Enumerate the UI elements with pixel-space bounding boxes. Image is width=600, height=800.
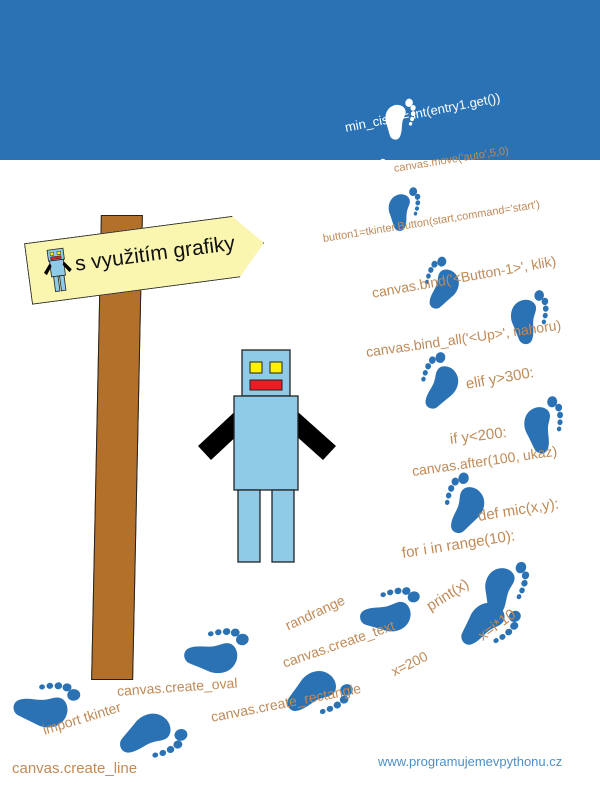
footprint bbox=[438, 466, 497, 540]
code-snippet-label: elif y>300: bbox=[464, 364, 536, 393]
footprint bbox=[468, 545, 538, 624]
footprint bbox=[353, 579, 434, 646]
code-snippet-label: print(x) bbox=[423, 575, 473, 615]
website-url[interactable]: www.programujemevpythonu.cz bbox=[378, 754, 563, 769]
footprint bbox=[500, 281, 554, 349]
footprint bbox=[276, 654, 362, 726]
footprint bbox=[378, 178, 425, 236]
code-snippet-label: canvas.bind('<Button-1>', klik) bbox=[370, 252, 558, 301]
header-band bbox=[0, 0, 600, 160]
footprint bbox=[366, 155, 405, 204]
signpost-board: s využitím grafiky bbox=[24, 212, 268, 305]
code-snippet-label: button1=tkinter.Button(start,command='st… bbox=[322, 198, 541, 245]
code-snippet-label: x=200 bbox=[388, 647, 431, 680]
code-snippet-label: canvas.create_line bbox=[12, 760, 138, 777]
footprint bbox=[413, 345, 472, 417]
footprint bbox=[9, 677, 89, 738]
code-snippet-label: def mic(x,y): bbox=[476, 495, 561, 525]
code-snippet-label: import tkinter bbox=[40, 698, 123, 738]
code-snippet-label: x=i*10 bbox=[475, 605, 520, 645]
code-snippet-label: randrange bbox=[282, 591, 348, 634]
code-snippet-label: canvas.bind_all('<Up>', nahoru) bbox=[364, 316, 563, 360]
footprint bbox=[447, 583, 531, 659]
footprint bbox=[178, 622, 260, 687]
code-snippet-label: canvas.after(100, ukaz) bbox=[410, 442, 558, 479]
footprint bbox=[110, 698, 195, 768]
code-snippet-label: if y<200: bbox=[448, 424, 508, 448]
mini-robot-icon bbox=[39, 245, 77, 297]
code-snippet-label: canvas.create_rectangle bbox=[209, 680, 363, 725]
code-snippet-label: canvas.create_text bbox=[280, 617, 397, 671]
code-snippet-label: for i in range(10): bbox=[400, 527, 517, 562]
footprint bbox=[418, 251, 470, 316]
footprint bbox=[515, 389, 568, 458]
robot-illustration bbox=[186, 336, 346, 568]
code-snippet-label: canvas.create_oval bbox=[116, 674, 238, 699]
